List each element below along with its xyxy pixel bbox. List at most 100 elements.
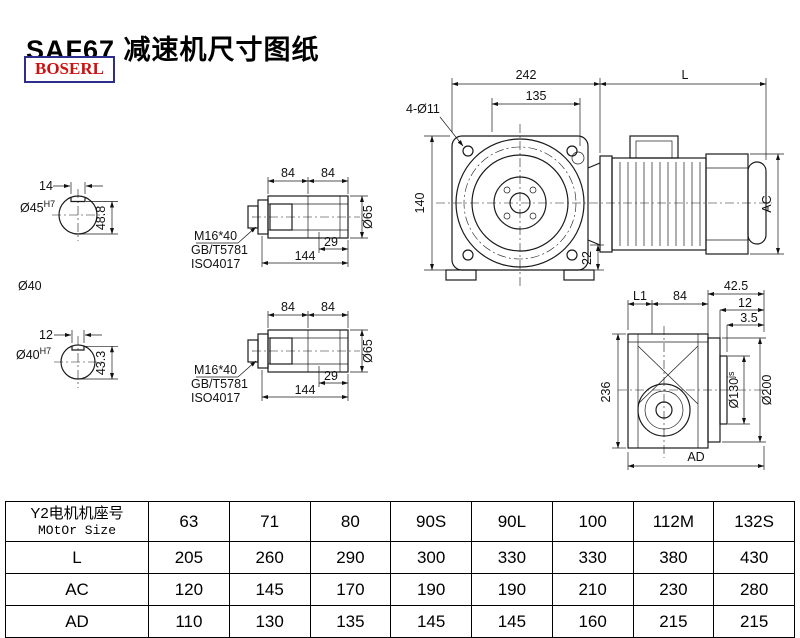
shaft-section-dimensions: 14 Ø45H7 48.8 Ø40 12 Ø40H7 43.3 xyxy=(16,179,108,375)
dim-ad: AD xyxy=(687,450,704,464)
value-cell: 145 xyxy=(471,605,553,638)
extension-lines xyxy=(70,78,784,470)
motor-size-cell: 132S xyxy=(713,501,795,542)
dim-12: 12 xyxy=(39,328,53,342)
table-row-l: L 205 260 290 300 330 330 380 430 xyxy=(5,541,795,574)
side-view-geometry xyxy=(627,333,728,449)
dim-236: 236 xyxy=(599,382,613,403)
dim-84-side: 84 xyxy=(673,289,687,303)
dim-ac: AC xyxy=(760,195,774,212)
dim-14: 14 xyxy=(39,179,53,193)
value-cell: 330 xyxy=(551,541,634,574)
motor-dimension-table: Y2电机机座号 MOtOr Size 63 71 80 90S 90L 100 … xyxy=(5,501,795,638)
dim-43-3: 43.3 xyxy=(94,351,108,375)
technical-drawing: 242 L 135 4-Ø11 140 22 AC 14 Ø45H7 48.8 … xyxy=(16,68,784,470)
motor-size-cell: 80 xyxy=(309,501,392,542)
motor-size-cell: 63 xyxy=(148,501,230,542)
value-cell: 110 xyxy=(148,605,230,638)
value-cell: 215 xyxy=(632,605,715,638)
value-cell: 380 xyxy=(632,541,715,574)
dim-dia130: Ø130js xyxy=(726,371,741,409)
motor-size-cell: 71 xyxy=(228,501,311,542)
dim-dia45h7: Ø45H7 xyxy=(20,199,55,215)
dim-dia200: Ø200 xyxy=(760,375,774,406)
motor-size-cell: 112M xyxy=(632,501,715,542)
value-cell: 260 xyxy=(228,541,311,574)
label-bolt: M16*40 xyxy=(194,363,237,377)
shaft-detail-top-dimensions: 84 84 29 144 Ø65 M16*40 GB/T5781 ISO4017 xyxy=(191,166,375,271)
value-cell: 205 xyxy=(148,541,230,574)
label-std-gb: GB/T5781 xyxy=(191,243,248,257)
shaft-section-bottom-geometry xyxy=(60,344,96,380)
main-view-dimensions: 242 L 135 4-Ø11 140 22 AC xyxy=(406,68,774,265)
value-cell: 300 xyxy=(390,541,472,574)
row-label-ac: AC xyxy=(5,573,149,606)
table-header-row: Y2电机机座号 MOtOr Size 63 71 80 90S 90L 100 … xyxy=(5,501,795,542)
dim-242: 242 xyxy=(516,68,537,82)
value-cell: 170 xyxy=(309,573,392,606)
shaft-detail-bottom-dimensions: 84 84 29 144 Ø65 M16*40 GB/T5781 ISO4017 xyxy=(191,300,375,405)
dim-84-b: 84 xyxy=(321,300,335,314)
header-en: MOtOr Size xyxy=(37,522,116,538)
dim-42-5: 42.5 xyxy=(724,279,748,293)
dim-84-a: 84 xyxy=(281,166,295,180)
row-label-ad: AD xyxy=(5,605,149,638)
dim-22: 22 xyxy=(580,251,594,265)
table-row-ac: AC 120 145 170 190 190 210 230 280 xyxy=(5,573,795,606)
value-cell: 430 xyxy=(713,541,795,574)
dim-144: 144 xyxy=(295,249,316,263)
label-std-gb: GB/T5781 xyxy=(191,377,248,391)
shaft-section-top-geometry xyxy=(58,195,98,235)
value-cell: 145 xyxy=(228,573,311,606)
dim-12-side: 12 xyxy=(738,296,752,310)
boserl-logo: BOSERL xyxy=(24,56,115,83)
dim-144: 144 xyxy=(295,383,316,397)
label-std-iso: ISO4017 xyxy=(191,391,240,405)
row-label-l: L xyxy=(5,541,149,574)
value-cell: 120 xyxy=(148,573,230,606)
value-cell: 135 xyxy=(309,605,392,638)
dim-48-8: 48.8 xyxy=(94,206,108,230)
side-view-dimensions: L1 84 42.5 12 3.5 236 Ø130js Ø200 AD xyxy=(599,279,774,464)
label-bolt: M16*40 xyxy=(194,229,237,243)
leader-lines xyxy=(53,116,464,378)
value-cell: 290 xyxy=(309,541,392,574)
dim-135: 135 xyxy=(526,89,547,103)
dim-dia40: Ø40 xyxy=(18,279,42,293)
leader-landing-lines xyxy=(196,242,238,378)
value-cell: 215 xyxy=(713,605,795,638)
motor-size-cell: 90S xyxy=(390,501,472,542)
dimension-lines xyxy=(109,81,781,469)
dim-140: 140 xyxy=(413,193,427,214)
dim-3-5: 3.5 xyxy=(740,311,757,325)
motor-size-cell: 90L xyxy=(471,501,553,542)
table-row-ad: AD 110 130 135 145 145 160 215 215 xyxy=(5,605,795,638)
dim-l: L xyxy=(682,68,689,82)
value-cell: 160 xyxy=(551,605,634,638)
shaft-detail-top-geometry xyxy=(247,195,349,239)
header-cn: Y2电机机座号 xyxy=(30,504,124,522)
dim-4xd11: 4-Ø11 xyxy=(406,102,440,116)
centerlines xyxy=(52,124,772,458)
value-cell: 145 xyxy=(390,605,472,638)
value-cell: 130 xyxy=(228,605,311,638)
dim-84-a: 84 xyxy=(281,300,295,314)
dim-dia65: Ø65 xyxy=(361,205,375,229)
dim-dia65: Ø65 xyxy=(361,339,375,363)
value-cell: 280 xyxy=(713,573,795,606)
label-std-iso: ISO4017 xyxy=(191,257,240,271)
value-cell: 230 xyxy=(632,573,715,606)
value-cell: 330 xyxy=(471,541,553,574)
dim-29: 29 xyxy=(324,369,338,383)
shaft-detail-bottom-geometry xyxy=(247,329,349,373)
value-cell: 190 xyxy=(471,573,553,606)
main-view-geometry xyxy=(445,135,767,281)
value-cell: 210 xyxy=(551,573,634,606)
motor-size-header-cell: Y2电机机座号 MOtOr Size xyxy=(5,501,149,542)
value-cell: 190 xyxy=(390,573,472,606)
motor-fins xyxy=(619,162,748,246)
motor-size-cell: 100 xyxy=(551,501,634,542)
dim-84-b: 84 xyxy=(321,166,335,180)
dim-29: 29 xyxy=(324,235,338,249)
dim-l1: L1 xyxy=(633,289,647,303)
